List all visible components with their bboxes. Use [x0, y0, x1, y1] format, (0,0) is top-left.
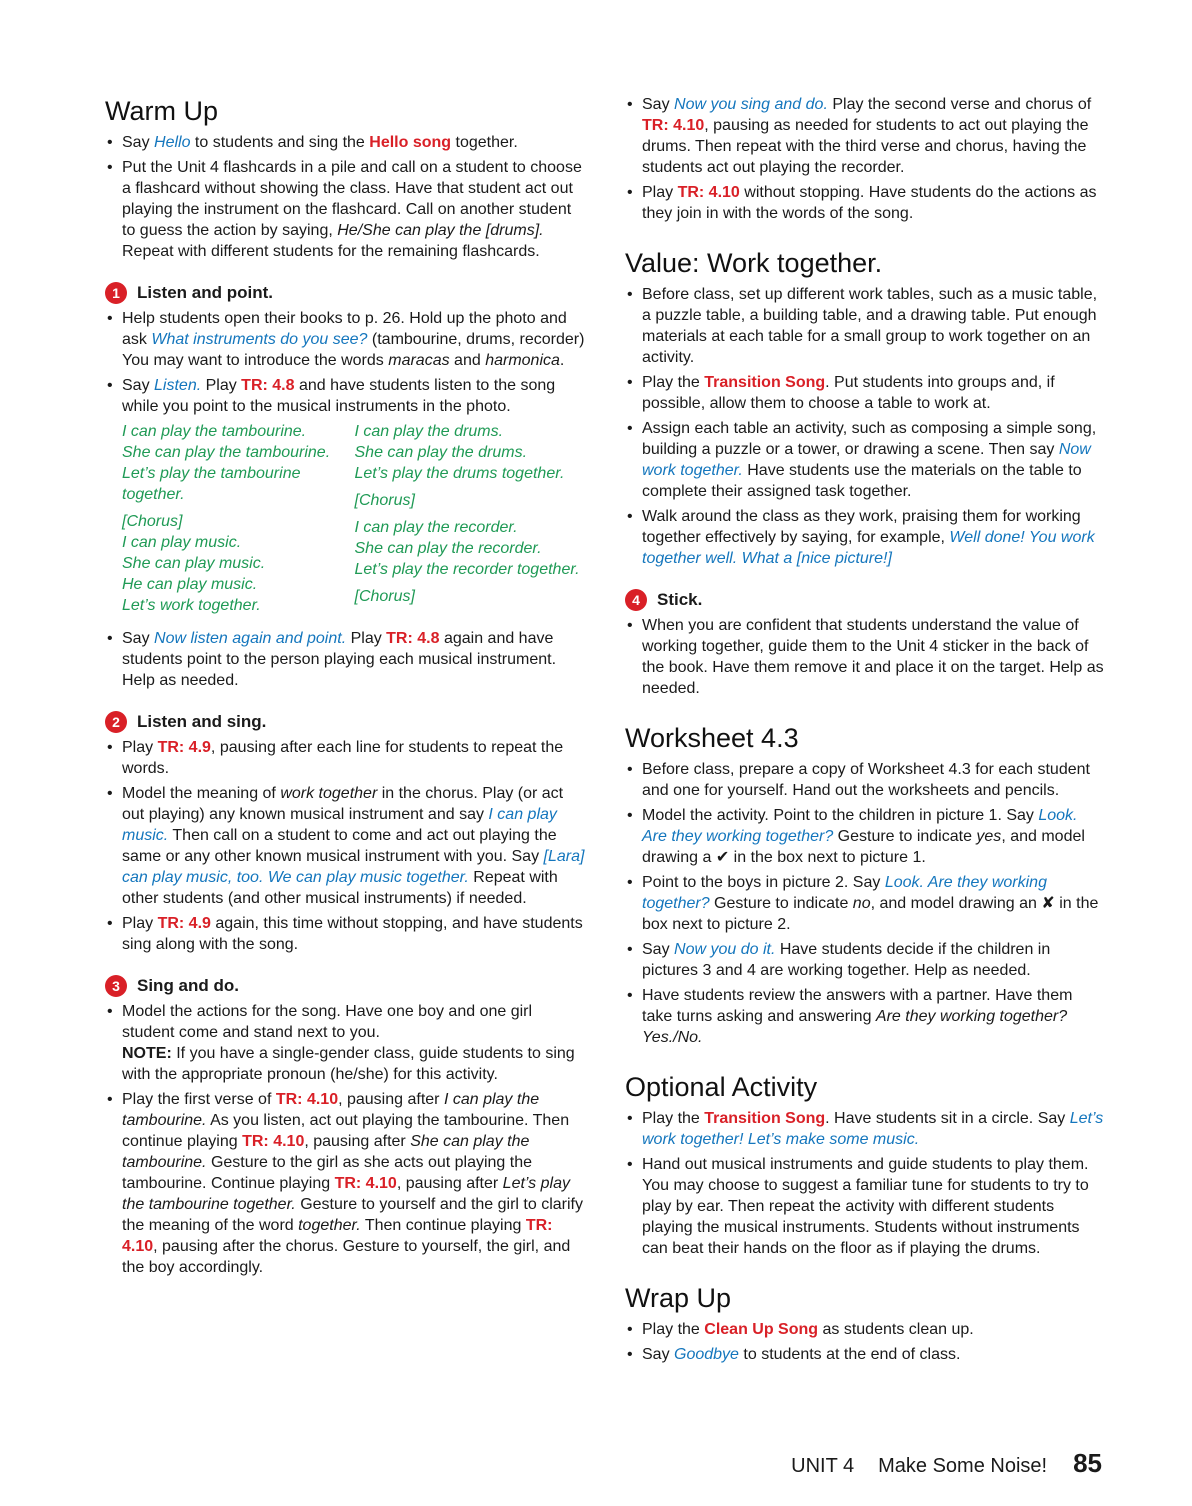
list-item: Before class, prepare a copy of Workshee… [625, 759, 1105, 801]
list-item: Model the meaning of work together in th… [105, 783, 587, 909]
optional-activity-list: Play the Transition Song. Have students … [625, 1108, 1105, 1259]
right-column: Say Now you sing and do. Play the second… [625, 94, 1105, 1369]
list-item: Model the activity. Point to the childre… [625, 805, 1105, 868]
step-title: Stick. [657, 590, 703, 609]
list-item: Walk around the class as they work, prai… [625, 506, 1105, 569]
list-item: Play the first verse of TR: 4.10, pausin… [105, 1089, 587, 1278]
unit-title: Make Some Noise! [878, 1455, 1048, 1477]
step-title: Sing and do. [137, 976, 239, 995]
step-1-list: Help students open their books to p. 26.… [105, 308, 587, 417]
wrap-up-list: Play the Clean Up Song as students clean… [625, 1319, 1105, 1365]
page-footer: UNIT 4 Make Some Noise! 85 [791, 1448, 1102, 1479]
step-3-list: Model the actions for the song. Have one… [105, 1001, 587, 1278]
step-4-list: When you are confident that students und… [625, 615, 1105, 699]
warm-up-list: Say Hello to students and sing the Hello… [105, 132, 587, 262]
list-item: Play the Clean Up Song as students clean… [625, 1319, 1105, 1340]
lyrics-column-left: I can play the tambourine. She can play … [122, 421, 355, 622]
step-4-header: 4 Stick. [625, 589, 1105, 611]
list-item: Say Now listen again and point. Play TR:… [105, 628, 587, 691]
list-item: Say Hello to students and sing the Hello… [105, 132, 587, 153]
list-item: Have students review the answers with a … [625, 985, 1105, 1048]
list-item: Model the actions for the song. Have one… [105, 1001, 587, 1085]
list-item: Say Now you do it. Have students decide … [625, 939, 1105, 981]
step-number-badge: 3 [105, 975, 127, 997]
list-item: Say Now you sing and do. Play the second… [625, 94, 1105, 178]
step-number-badge: 4 [625, 589, 647, 611]
list-item: Play TR: 4.9, pausing after each line fo… [105, 737, 587, 779]
lyrics-chorus: [Chorus] [354, 588, 415, 605]
step-1-header: 1 Listen and point. [105, 282, 587, 304]
list-item: Play TR: 4.9 again, this time without st… [105, 913, 587, 955]
optional-activity-heading: Optional Activity [625, 1072, 818, 1102]
list-item: Play TR: 4.10 without stopping. Have stu… [625, 182, 1105, 224]
lyrics-column-right: I can play the drums. She can play the d… [355, 421, 588, 622]
lyrics-verse: I can play the recorder. She can play th… [354, 519, 580, 578]
value-heading: Value: Work together. [625, 248, 883, 278]
step-2-header: 2 Listen and sing. [105, 711, 587, 733]
wrap-up-heading: Wrap Up [625, 1283, 732, 1313]
worksheet-list: Before class, prepare a copy of Workshee… [625, 759, 1105, 1048]
unit-label: UNIT 4 [791, 1455, 855, 1477]
list-item: Put the Unit 4 flashcards in a pile and … [105, 157, 587, 262]
step-title: Listen and sing. [137, 712, 267, 731]
step-number-badge: 2 [105, 711, 127, 733]
list-item: Play the Transition Song. Have students … [625, 1108, 1105, 1150]
lyrics-chorus: [Chorus] I can play music. She can play … [122, 513, 266, 614]
list-item: Before class, set up different work tabl… [625, 284, 1105, 368]
step-3-list-cont: Say Now you sing and do. Play the second… [625, 94, 1105, 224]
step-number-badge: 1 [105, 282, 127, 304]
page-number: 85 [1073, 1448, 1102, 1478]
step-3-header: 3 Sing and do. [105, 975, 587, 997]
lyrics-chorus: [Chorus] [354, 492, 415, 509]
worksheet-heading: Worksheet 4.3 [625, 723, 799, 753]
list-item: Say Goodbye to students at the end of cl… [625, 1344, 1105, 1365]
value-list: Before class, set up different work tabl… [625, 284, 1105, 569]
list-item: Hand out musical instruments and guide s… [625, 1154, 1105, 1259]
list-item: Say Listen. Play TR: 4.8 and have studen… [105, 375, 587, 417]
list-item: When you are confident that students und… [625, 615, 1105, 699]
song-lyrics: I can play the tambourine. She can play … [105, 421, 587, 622]
list-item: Play the Transition Song. Put students i… [625, 372, 1105, 414]
step-2-list: Play TR: 4.9, pausing after each line fo… [105, 737, 587, 955]
list-item: Point to the boys in picture 2. Say Look… [625, 872, 1105, 935]
left-column: Warm Up Say Hello to students and sing t… [105, 94, 587, 1282]
lyrics-verse: I can play the drums. She can play the d… [354, 423, 565, 482]
step-title: Listen and point. [137, 283, 273, 302]
warm-up-heading: Warm Up [105, 96, 218, 126]
list-item: Help students open their books to p. 26.… [105, 308, 587, 371]
step-1-list-cont: Say Now listen again and point. Play TR:… [105, 628, 587, 691]
lyrics-verse: I can play the tambourine. She can play … [122, 423, 331, 503]
list-item: Assign each table an activity, such as c… [625, 418, 1105, 502]
